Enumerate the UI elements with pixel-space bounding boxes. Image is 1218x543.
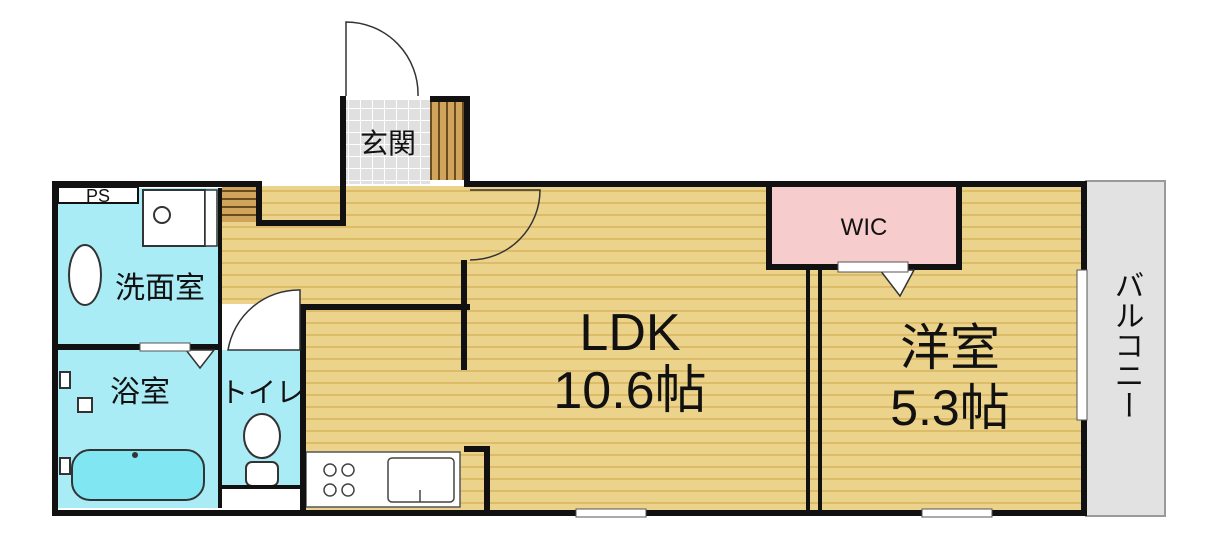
balcony-area [1085,180,1166,517]
wic-floor [770,186,958,265]
youshitsu-name-label: 洋室 [900,320,1000,376]
ps-box [57,186,139,204]
yokushitsu-label: 浴室 [110,376,170,409]
genkan-floor [344,100,430,184]
ldk-name-label: LDK [579,304,680,362]
bathtub-icon [71,449,205,501]
wic-label: WIC [841,214,888,241]
windows [139,261,1088,518]
balcony-label: バルコニー [1110,270,1143,420]
washbasin-icon [68,244,102,306]
senmen-label: 洗面室 [115,272,205,305]
ps-label: PS [86,186,110,206]
door-swings [184,21,916,370]
hall-step [222,186,260,222]
ldk-size-label: 10.6帖 [553,362,706,420]
shower-icon [59,371,93,475]
sink-icon [387,457,455,503]
genkan-label: 玄関 [360,128,416,159]
toilet-icon [243,413,281,487]
youshitsu-size-label: 5.3帖 [890,380,1010,436]
toilet-label: トイレ [220,377,304,408]
genkan-step [430,100,464,180]
stove-icon [323,463,355,497]
washer-icon [142,189,206,247]
